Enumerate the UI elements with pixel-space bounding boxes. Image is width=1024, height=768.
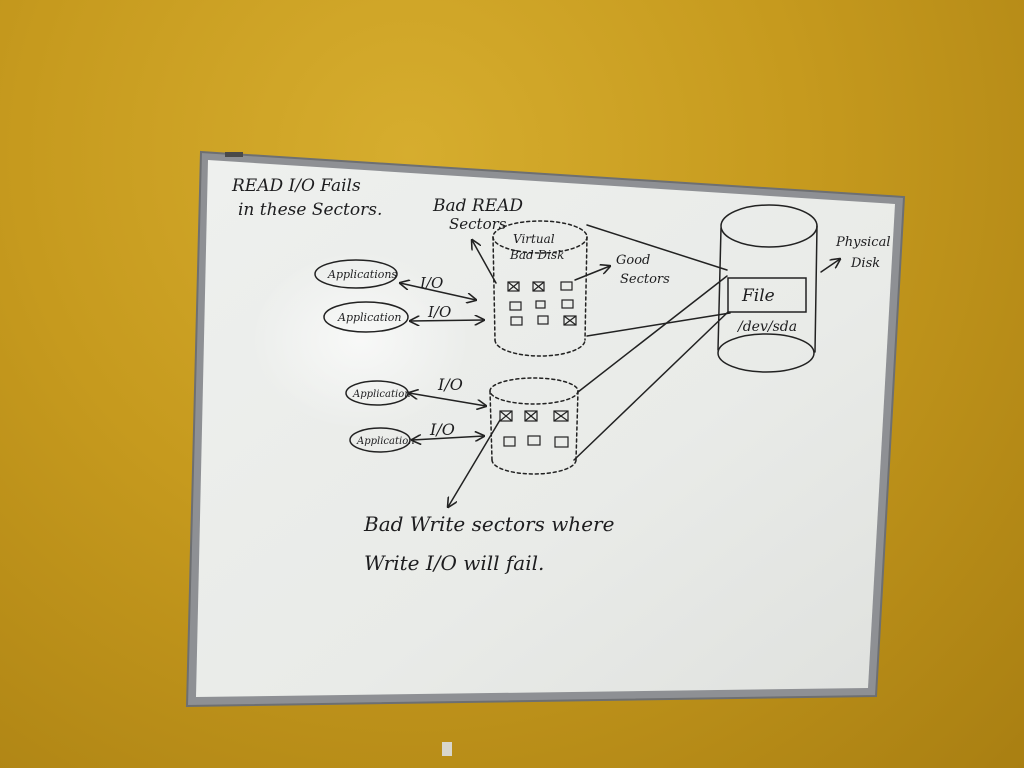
bad-sector	[532, 281, 545, 292]
application-label: Applications	[327, 268, 397, 281]
good-sectors-label-line2: Sectors	[620, 272, 670, 287]
io-arrow	[409, 393, 486, 406]
device-label: /dev/sda	[736, 319, 797, 335]
application-label: Application	[356, 436, 415, 447]
good-sector	[560, 281, 573, 291]
virtual-disk-label-line1: Virtual	[513, 232, 555, 246]
bad-write-arrow	[448, 419, 501, 507]
bad-read-arrow	[472, 240, 497, 284]
good-sector	[509, 301, 522, 311]
io-label: I/O	[419, 274, 443, 292]
application-bubble	[323, 301, 409, 333]
io-arrow	[410, 320, 484, 321]
virtual-disk-bottom	[489, 377, 579, 475]
application-bubble	[314, 259, 398, 289]
bad-sector	[524, 410, 538, 422]
io-arrow	[400, 283, 476, 300]
io-arrow	[412, 436, 484, 440]
physical-disk-arrow	[820, 259, 840, 273]
file-partition	[727, 277, 807, 313]
read-fail-note-line1: READ I/O Fails	[231, 176, 361, 196]
bad-sector	[507, 281, 520, 292]
good-sector	[527, 435, 541, 446]
good-sector	[510, 316, 523, 326]
good-sectors-label-line1: Good	[616, 253, 650, 268]
application-bubble	[349, 427, 411, 453]
good-sector	[537, 315, 549, 325]
bad-write-note-line2: Write I/O will fail.	[364, 551, 544, 575]
physical-disk	[717, 204, 818, 373]
bad-sector	[499, 410, 513, 422]
file-label: File	[741, 286, 775, 306]
virtual-disk-label-line2: Bad Disk	[509, 248, 564, 262]
bad-read-label-line2: Sectors	[449, 215, 507, 233]
bad-sector	[553, 410, 569, 422]
io-label: I/O	[427, 303, 451, 321]
physical-disk-label-line1: Physical	[835, 235, 890, 250]
bad-write-note-line1: Bad Write sectors where	[363, 512, 614, 536]
mapping-line	[573, 311, 729, 461]
marker-tray	[225, 152, 243, 157]
physical-disk-label-line2: Disk	[850, 256, 880, 271]
io-label: I/O	[437, 375, 463, 394]
application-label: Application	[352, 389, 411, 400]
wall-hook	[442, 742, 452, 756]
bad-read-label-line1: Bad READ	[432, 196, 523, 216]
mapping-line	[586, 312, 731, 337]
good-sector	[503, 436, 516, 447]
good-sector	[535, 300, 546, 309]
io-label: I/O	[429, 420, 455, 439]
mapping-line	[577, 275, 728, 393]
bad-sector	[563, 315, 577, 326]
good-sectors-arrow	[574, 266, 610, 281]
application-label: Application	[337, 311, 401, 324]
mapping-line	[586, 224, 728, 271]
good-sector	[561, 299, 574, 309]
virtual-disk-top	[492, 220, 588, 357]
read-fail-note-line2: in these Sectors.	[238, 200, 382, 220]
good-sector	[554, 436, 569, 448]
